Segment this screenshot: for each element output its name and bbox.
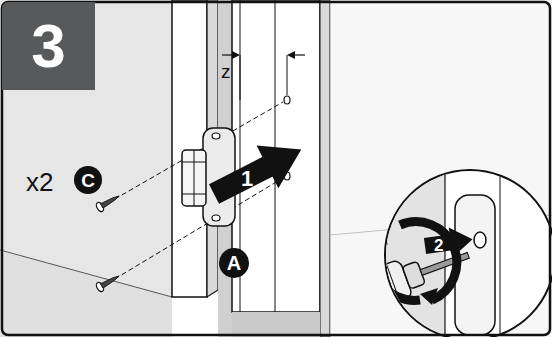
hinge-detail xyxy=(194,150,195,206)
dimension-arrow xyxy=(287,51,295,59)
base-shadow xyxy=(232,312,320,337)
detail-circle xyxy=(385,170,552,337)
callout-number: 1 xyxy=(241,168,253,190)
dimension-label: z xyxy=(221,62,231,81)
dimension-line xyxy=(240,55,241,100)
screw xyxy=(95,192,122,213)
detail-view xyxy=(360,170,500,337)
cabinet-edge xyxy=(320,0,330,337)
pilot-hole xyxy=(284,96,290,104)
part-letter: C xyxy=(81,171,95,190)
step-number: 3 xyxy=(31,15,65,77)
hinge-knuckle xyxy=(182,150,206,206)
screw xyxy=(95,272,122,293)
dimension-line xyxy=(287,55,288,95)
floor xyxy=(0,250,172,337)
motion-arrow xyxy=(203,128,312,215)
quantity-label: x2 xyxy=(26,169,53,195)
floor-line xyxy=(0,250,172,297)
guide-line xyxy=(108,178,283,283)
step-number-box: 3 xyxy=(2,2,95,90)
dimension-arrow xyxy=(232,51,240,59)
hinge-hole xyxy=(212,215,220,221)
hinge-hole xyxy=(212,133,220,139)
part-letter-circle: A xyxy=(219,248,249,278)
part-letter-circle: C xyxy=(74,166,102,194)
left-wall xyxy=(0,0,172,297)
callout-number: 2 xyxy=(434,237,443,254)
part-letter: A xyxy=(227,253,241,273)
